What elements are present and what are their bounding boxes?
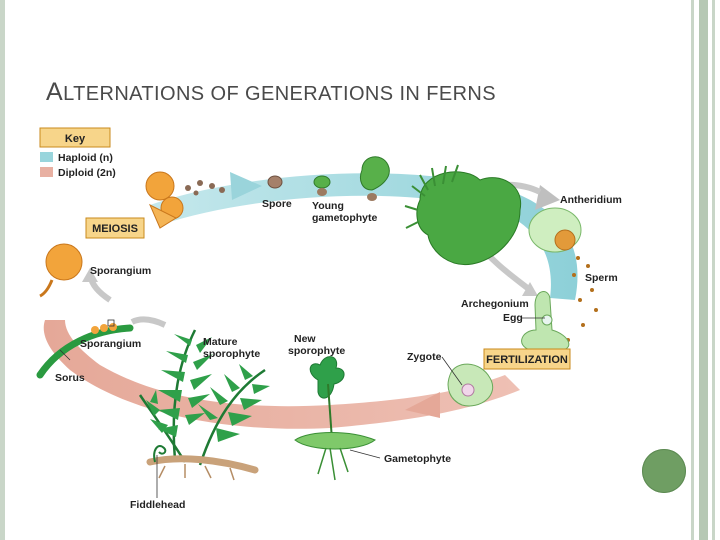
young-gametophyte-label-1: Young (312, 200, 344, 212)
new-sporophyte-label-2: sporophyte (288, 345, 345, 357)
key-legend: Key Haploid (n) Diploid (2n) (39, 127, 116, 179)
diploid-cycle-band (43, 320, 520, 429)
gametophyte-label: Gametophyte (384, 453, 451, 465)
mature-sporophyte-label-2: sporophyte (203, 348, 260, 360)
key-haploid-swatch (40, 152, 53, 162)
sorus-frond-illustration (36, 319, 134, 379)
zygote-pointer (441, 356, 463, 386)
slide-title: ALTERNATIONS OF GENERATIONS IN FERNS (46, 78, 666, 107)
meiosis-box (85, 217, 145, 239)
young-gametophyte-label-2: gametophyte (312, 212, 378, 224)
decorative-green-circle (642, 449, 686, 493)
key-diploid-swatch (40, 167, 53, 177)
right-frame-line-outer (712, 0, 715, 540)
arrow-mature-to-sporangium (130, 316, 167, 328)
arrow-gameto-to-archegonium-head (522, 282, 538, 296)
sperm-label: Sperm (585, 272, 618, 284)
fertilization-box (483, 348, 571, 370)
mature-sporophyte-illustration (138, 329, 270, 481)
mature-sporophyte-label-1: Mature (203, 336, 238, 348)
gametophyte-pointer (349, 449, 381, 459)
arrow-to-sporangium-head (82, 268, 98, 282)
zygote-label: Zygote (407, 351, 442, 363)
new-sporophyte-illustration (294, 356, 376, 481)
key-diploid-label: Diploid (2n) (58, 167, 116, 179)
mature-gametophyte-illustration (404, 164, 522, 265)
sporangium-upper-label: Sporangium (90, 265, 151, 277)
meiosis-label: MEIOSIS (92, 223, 138, 235)
archegonium-label: Archegonium (461, 298, 529, 310)
archegonium-illustration (521, 291, 570, 351)
fertilization-label: FERTILIZATION (486, 354, 568, 366)
key-title: Key (65, 133, 86, 145)
sporangium-illustration (39, 243, 83, 298)
spore-label: Spore (262, 198, 292, 210)
right-frame-bar (699, 0, 708, 540)
new-sporophyte-label-1: New (294, 333, 316, 345)
fiddlehead-label: Fiddlehead (130, 499, 185, 511)
key-haploid-label: Haploid (n) (58, 152, 113, 164)
title-initial: A (46, 78, 64, 106)
diploid-arrow-head (405, 392, 440, 418)
young-gametophyte-illustration (313, 156, 390, 201)
egg-label: Egg (503, 312, 523, 324)
antheridium-label: Antheridium (560, 194, 622, 206)
haploid-arrow-head-1 (230, 172, 262, 200)
key-title-box (39, 127, 111, 148)
spore-illustration (267, 175, 283, 189)
title-rest: LTERNATIONS OF GENERATIONS IN FERNS (63, 83, 497, 105)
sporangium-cluster-meiosis (145, 171, 225, 229)
right-frame-line (691, 0, 694, 540)
haploid-arrow-head-2 (535, 185, 560, 210)
zygote-illustration (447, 363, 493, 407)
antheridium-illustration (528, 207, 582, 253)
sorus-label: Sorus (55, 372, 85, 384)
left-frame-bar (0, 0, 5, 540)
sporangium-lower-label: Sporangium (80, 338, 141, 350)
